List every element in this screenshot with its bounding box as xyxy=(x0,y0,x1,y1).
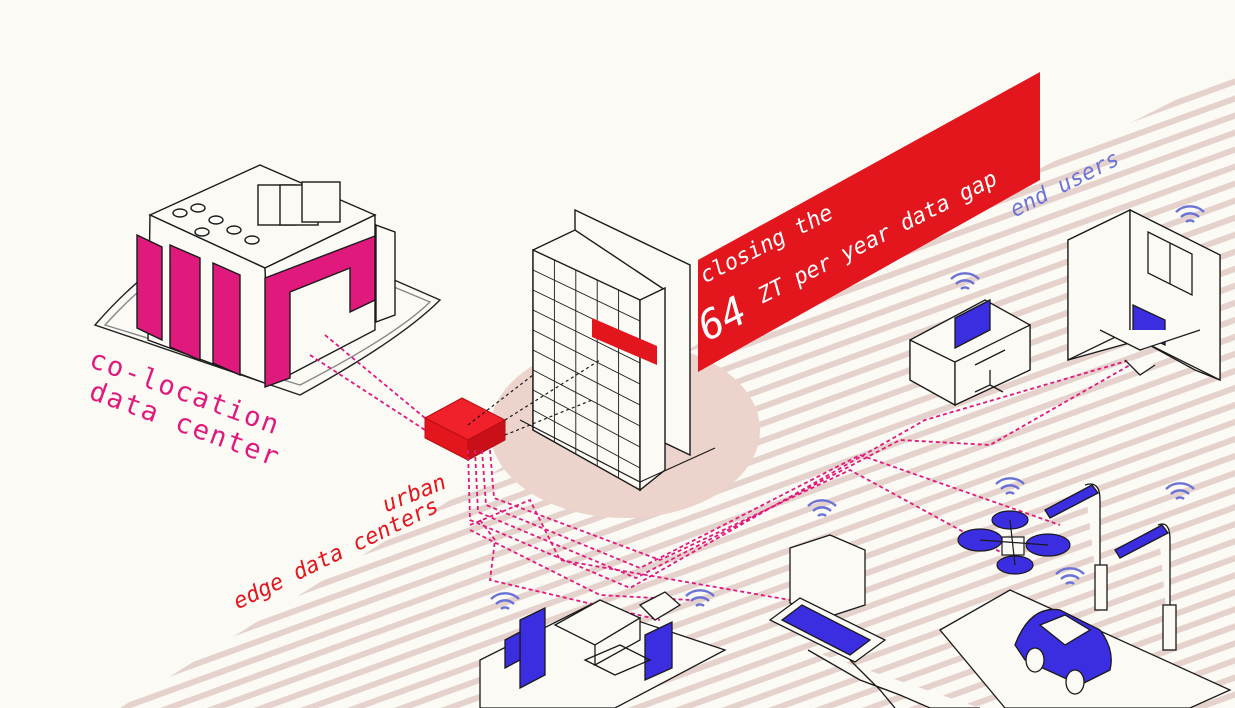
colocation-building xyxy=(93,164,442,396)
drone-icon xyxy=(957,510,1071,575)
car-icon xyxy=(1014,608,1112,695)
edge-to-tower-link xyxy=(467,359,601,436)
smartphone-hand xyxy=(768,534,980,708)
office-desk-1 xyxy=(909,298,1031,407)
living-room xyxy=(479,591,727,708)
street-lamp-icon xyxy=(1044,483,1177,651)
office-room-2 xyxy=(1067,208,1221,382)
office-tower xyxy=(490,208,760,518)
edge-data-center-box xyxy=(423,397,507,461)
headline-banner xyxy=(698,72,1040,372)
